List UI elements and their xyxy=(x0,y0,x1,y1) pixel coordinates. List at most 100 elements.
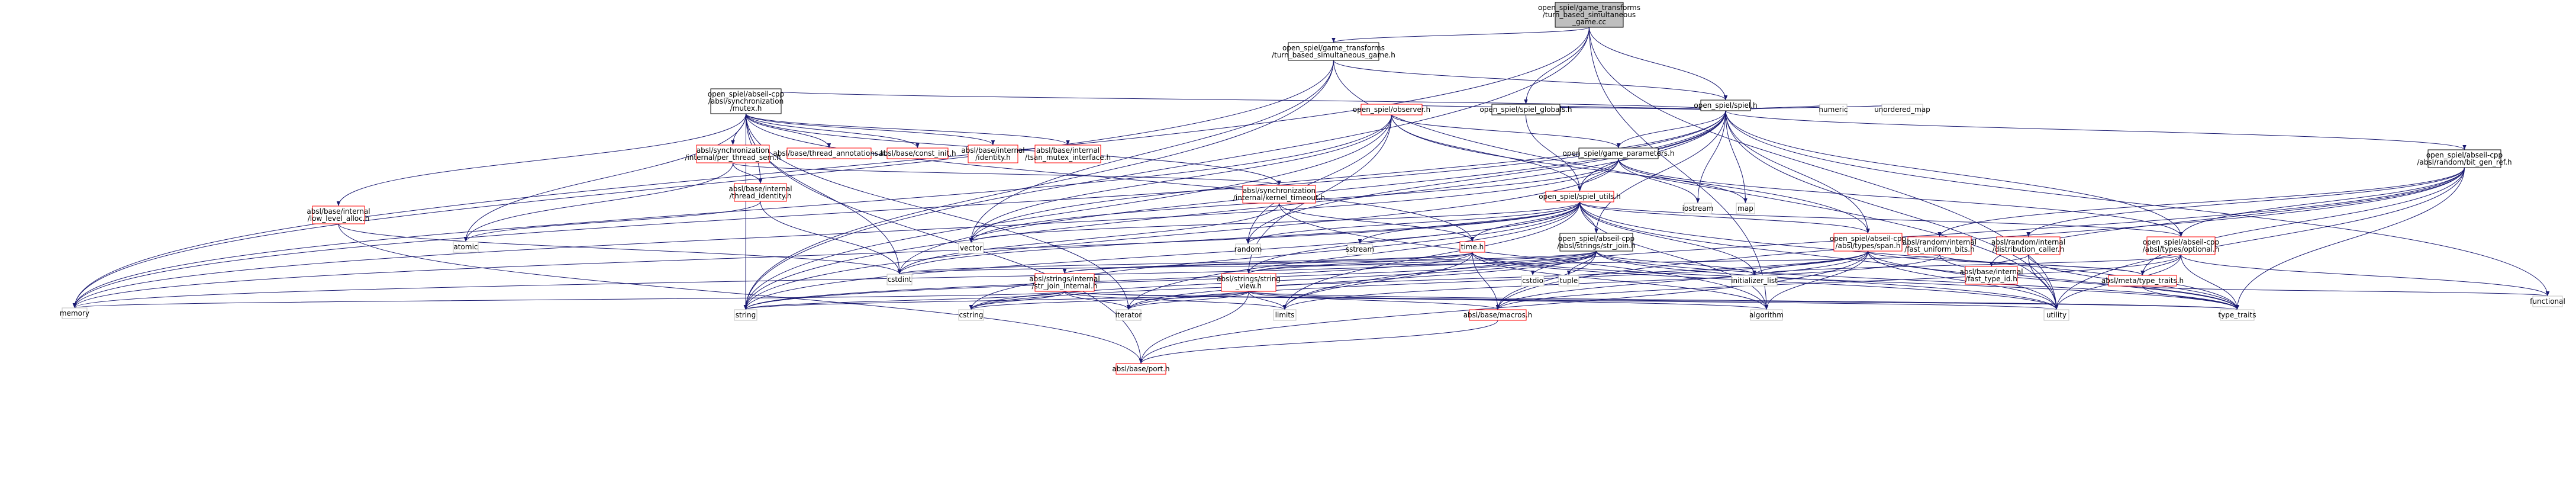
node-functional: functional xyxy=(2530,295,2565,307)
edge-spiel-utils-to-vector xyxy=(969,201,1580,243)
node-string-view[interactable]: absl/strings/string_view.h xyxy=(1217,273,1281,292)
edge-str-join-internal-to-iterator xyxy=(1064,291,1131,310)
node-macros-h[interactable]: absl/base/macros.h xyxy=(1463,309,1533,321)
node-kernel-timeout[interactable]: absl/synchronization/internal/kernel_tim… xyxy=(1233,185,1325,204)
node-box xyxy=(1235,243,1261,255)
node-mutex-h[interactable]: open_spiel/abseil-cpp/absl/synchronizati… xyxy=(708,88,784,114)
node-tsan-mutex[interactable]: absl/base/internal/tsan_mutex_interface.… xyxy=(1025,144,1111,163)
edge-game-parameters-to-string xyxy=(743,158,1619,310)
node-game-parameters[interactable]: open_spiel/game_parameters.h xyxy=(1563,147,1675,159)
edge-bit-gen-ref-to-utility xyxy=(2054,167,2465,310)
edge-string-view-to-port-h xyxy=(1139,291,1249,364)
node-label: open_spiel/spiel_globals.h xyxy=(1479,105,1572,114)
node-meta-type-traits[interactable]: absl/meta/type_traits.h xyxy=(2101,275,2184,287)
node-root[interactable]: open_spiel/game_transforms/turn_based_si… xyxy=(1538,2,1640,28)
node-box xyxy=(1115,309,1142,321)
node-label: cstdint xyxy=(888,275,912,284)
edge-observer-h-to-span-h xyxy=(1391,114,1870,234)
node-label: /tsan_mutex_interface.h xyxy=(1025,153,1111,162)
node-label: open_spiel/game_transforms xyxy=(1538,4,1640,12)
node-str-join-internal[interactable]: absl/strings/internal/str_join_internal.… xyxy=(1029,273,1100,292)
edge-str-join-internal-to-cstring xyxy=(969,291,1065,310)
edge-optional-h-to-macros-h xyxy=(1495,254,2181,310)
node-box xyxy=(1833,233,1903,252)
node-bit-gen-ref[interactable]: open_spiel/abseil-cpp/absl/random/bit_ge… xyxy=(2417,149,2512,168)
node-label: limits xyxy=(1275,311,1295,319)
node-thread-annotations[interactable]: absl/base/thread_annotations.h xyxy=(773,147,885,159)
edge-mutex-h-to-thread-annotations xyxy=(746,113,831,149)
edge-tbs-h-to-memory xyxy=(72,60,1334,309)
edge-spiel-utils-to-cstring xyxy=(969,201,1580,310)
node-per-thread-sem[interactable]: absl/synchronization/internal/per_thread… xyxy=(685,144,781,163)
node-box xyxy=(1491,104,1561,115)
edge-observer-h-to-random xyxy=(1246,114,1392,245)
edge-spiel-utils-to-algorithm xyxy=(1579,201,1769,310)
node-span-h[interactable]: open_spiel/abseil-cpp/absl/types/span.h xyxy=(1830,233,1906,252)
node-const-init[interactable]: absl/base/const_init.h xyxy=(879,147,956,159)
edge-str-join-to-tuple xyxy=(1566,250,1597,276)
edge-globals-h-to-spiel-utils xyxy=(1526,114,1582,192)
edge-root-to-tbs-h xyxy=(1331,27,1590,43)
node-identity-h[interactable]: absl/base/internal/identity.h xyxy=(961,144,1025,163)
node-iterator: iterator xyxy=(1115,309,1142,321)
node-label: open_spiel/abseil-cpp xyxy=(708,90,784,98)
node-algorithm: algorithm xyxy=(1749,309,1784,321)
edge-spiel-h-to-map xyxy=(1725,110,1748,204)
node-box xyxy=(1578,147,1659,159)
edge-time-h-to-string-view xyxy=(1246,252,1473,274)
edge-str-join-internal-to-string xyxy=(744,291,1065,310)
edge-thread-identity-to-atomic xyxy=(463,201,761,242)
node-tbs-h[interactable]: open_spiel/game_transforms/turn_based_si… xyxy=(1272,42,1395,61)
node-numeric: numeric xyxy=(1819,104,1848,115)
node-label: utility xyxy=(2046,311,2066,319)
edge-spiel-utils-to-string-view xyxy=(1246,201,1580,274)
node-label: /absl/strings/str_join.h xyxy=(1557,242,1635,250)
node-string: string xyxy=(734,309,757,321)
edge-spiel-h-to-random xyxy=(1246,110,1726,245)
node-box xyxy=(1288,42,1379,61)
node-label: type_traits xyxy=(2218,311,2256,319)
node-thread-identity[interactable]: absl/base/internal/thread_identity.h xyxy=(728,183,792,202)
edge-game-parameters-to-spiel-utils xyxy=(1578,158,1619,192)
edge-str-join-to-str-join-internal xyxy=(1063,250,1597,274)
node-spiel-utils[interactable]: open_spiel/spiel_utils.h xyxy=(1539,191,1621,203)
edge-spiel-h-to-functional xyxy=(1725,110,2550,297)
node-atomic: atomic xyxy=(453,241,479,253)
node-optional-h[interactable]: open_spiel/abseil-cpp/absl/types/optiona… xyxy=(2143,236,2220,255)
edge-spiel-utils-to-optional-h xyxy=(1579,201,2183,237)
node-str-join[interactable]: open_spiel/abseil-cpp/absl/strings/str_j… xyxy=(1557,233,1636,252)
node-box xyxy=(1736,203,1755,214)
node-port-h[interactable]: absl/base/port.h xyxy=(1112,363,1170,375)
edge-fast-uniform-bits-to-type-traits xyxy=(1939,254,2239,310)
edge-spiel-h-to-vector xyxy=(969,110,1726,243)
node-box xyxy=(1555,2,1624,28)
node-distribution-caller[interactable]: absl/random/internal/distribution_caller… xyxy=(1991,236,2065,255)
node-label: absl/base/port.h xyxy=(1112,365,1169,373)
node-time-h[interactable]: time.h xyxy=(1459,241,1485,253)
node-label: string xyxy=(736,311,756,319)
node-box xyxy=(2043,309,2069,321)
edge-str-join-internal-to-type-traits xyxy=(1064,291,2239,310)
edge-meta-type-traits-to-type-traits xyxy=(2142,285,2239,310)
edge-time-h-to-cstdint xyxy=(898,252,1473,275)
node-fast-type-id[interactable]: absl/base/internal/fast_type_id.h xyxy=(1959,266,2023,285)
node-spiel-h[interactable]: open_spiel/spiel.h xyxy=(1694,99,1758,111)
node-box xyxy=(1907,236,1972,255)
edge-spiel-h-to-iostream xyxy=(1695,110,1726,204)
node-label: numeric xyxy=(1819,105,1848,114)
node-random: random xyxy=(1234,243,1262,255)
edge-spiel-utils-to-span-h xyxy=(1579,201,1870,234)
node-low-level-alloc[interactable]: absl/base/internal/low_level_alloc.h xyxy=(307,205,370,224)
node-observer-h[interactable]: open_spiel/observer.h xyxy=(1353,104,1430,115)
node-label: open_spiel/spiel_utils.h xyxy=(1539,192,1620,201)
node-box xyxy=(453,241,479,253)
edge-str-join-to-string-view xyxy=(1247,250,1597,274)
node-label: open_spiel/game_transforms xyxy=(1282,44,1385,52)
node-vector: vector xyxy=(958,242,984,254)
node-box xyxy=(1881,104,1923,115)
edge-mutex-h-to-identity-h xyxy=(746,113,995,146)
node-box xyxy=(1521,275,1545,287)
node-globals-h[interactable]: open_spiel/spiel_globals.h xyxy=(1479,104,1572,115)
node-fast-uniform-bits[interactable]: absl/random/internal/fast_uniform_bits.h xyxy=(1903,236,1977,255)
